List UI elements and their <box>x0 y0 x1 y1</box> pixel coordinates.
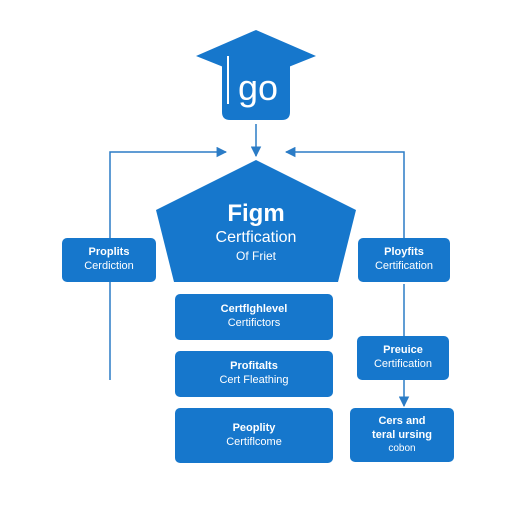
stack-box-title: Peoplity <box>232 421 276 434</box>
left-loop-arrow <box>109 146 228 380</box>
center-label: Figm Certfication Of Friet <box>168 200 344 264</box>
center-title: Figm <box>227 200 285 227</box>
cap-label: go <box>237 67 279 108</box>
center-subtitle: Certfication <box>215 229 297 246</box>
right-stack-box: Cers and teral ursing cobon <box>350 408 454 462</box>
center-shape <box>156 160 356 282</box>
stack-box: Peoplity Certiflcome <box>175 408 333 463</box>
graduation-cap-icon <box>196 30 316 120</box>
right-stack-box-subtitle: Certification <box>373 358 433 370</box>
right-stack-box-note: cobon <box>388 442 416 454</box>
stack-box-subtitle: Certiflcome <box>226 435 282 448</box>
right-stack-box-title: Preuice <box>383 344 423 357</box>
stack-box: Certflghlevel Certifictors <box>175 294 333 340</box>
right-stack-box-line: Cers and <box>378 415 426 427</box>
center-note: Of Friet <box>235 249 276 263</box>
stack-box-subtitle: Cert Fleathing <box>219 374 289 386</box>
left-box: Proplits Cerdiction <box>62 238 156 282</box>
stack-box-subtitle: Certifictors <box>227 317 281 329</box>
stack-box-title: Profitalts <box>230 360 278 373</box>
right-box: Ployfits Certification <box>358 238 450 282</box>
right-box-title: Ployfits <box>384 246 424 259</box>
right-stack-box-line: teral ursing <box>372 428 432 441</box>
stack-box: Profitalts Cert Fleathing <box>175 351 333 397</box>
right-stack-box: Preuice Certification <box>357 336 449 380</box>
right-box-subtitle: Certification <box>374 260 434 272</box>
stack-box-title: Certflghlevel <box>220 303 288 316</box>
left-box-title: Proplits <box>88 246 130 259</box>
left-box-subtitle: Cerdiction <box>84 260 134 272</box>
right-loop-arrow <box>284 146 405 240</box>
